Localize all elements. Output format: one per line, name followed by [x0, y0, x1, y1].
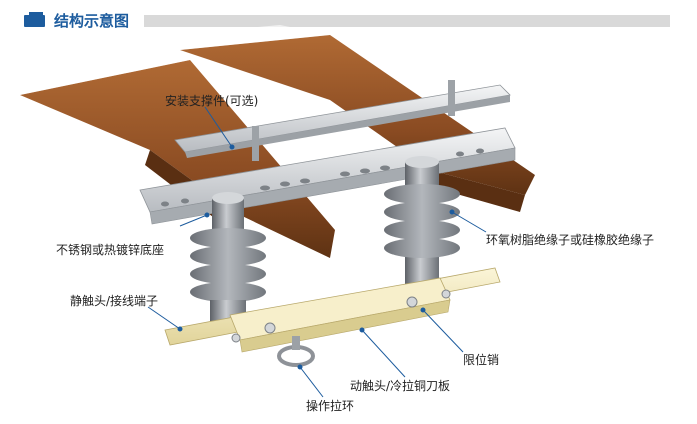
pull-ring [277, 336, 315, 367]
leader-base [179, 214, 208, 227]
label-limit-pin: 限位销 [463, 353, 500, 367]
header-marker-icon [24, 12, 45, 27]
page-title: 结构示意图 [54, 12, 130, 30]
leader-static-contact [147, 306, 181, 330]
label-base: 不锈钢或热镀锌底座 [56, 243, 165, 257]
leader-mounting-bracket [204, 106, 233, 148]
leader-moving-contact [361, 329, 406, 378]
label-static-contact: 静触头/接线端子 [70, 294, 159, 308]
bracket-bolt [252, 126, 259, 161]
mounting-bracket [174, 80, 511, 161]
leader-lines [147, 106, 487, 398]
section-header: 结构示意图 [24, 12, 670, 30]
leader-pull-ring [299, 366, 324, 398]
wooden-beam-left [0, 55, 335, 258]
label-moving-contact: 动触头/冷拉铜刀板 [350, 379, 451, 393]
header-rule [144, 15, 670, 27]
leader-limit-pin [422, 309, 464, 353]
label-insulator: 环氧树脂绝缘子或硅橡胶绝缘子 [486, 233, 655, 247]
leader-insulator [451, 211, 487, 233]
label-pull-ring: 操作拉环 [306, 399, 355, 413]
bracket-bolt [448, 80, 455, 116]
insulator-right [384, 156, 460, 290]
label-mounting-bracket: 安装支撑件(可选) [165, 94, 259, 108]
